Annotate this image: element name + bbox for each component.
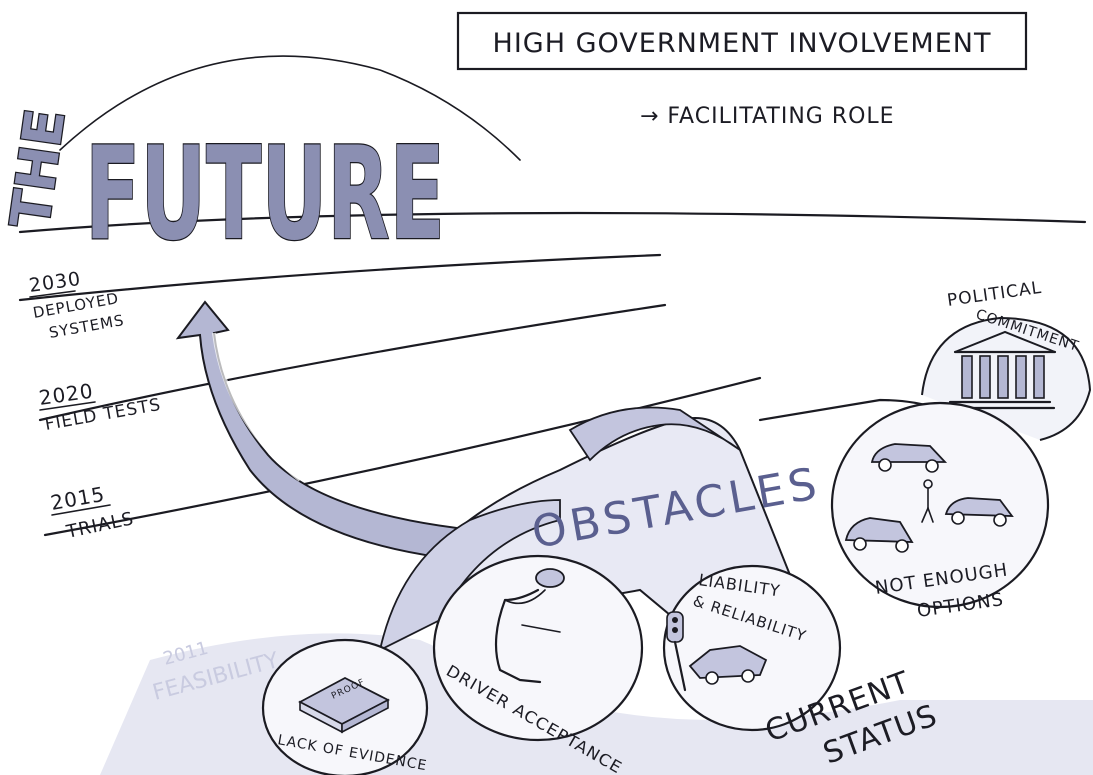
bubble-outline: [662, 564, 842, 732]
horizon-line-2020: [38, 303, 667, 422]
timeline-year: 2030: [28, 268, 83, 297]
timeline-year: 2020: [37, 379, 95, 410]
timeline-2015: 2015 TRIALS: [49, 482, 136, 543]
headline-the: THE: [0, 105, 77, 232]
year-underline: [51, 504, 111, 516]
obstacles-hill: [378, 499, 561, 652]
bubble-outline: [432, 554, 644, 742]
timeline-label-1: TRIALS: [64, 508, 136, 543]
timeline-2030: 2030 DEPLOYED SYSTEMS: [28, 268, 126, 342]
header-subtitle: → FACILITATING ROLE: [640, 104, 895, 129]
crashed-car-icon: [688, 645, 768, 685]
parliament-icon: [943, 330, 1057, 410]
horizon-line-2015: [43, 376, 762, 537]
car-icon: [870, 443, 948, 473]
pedestrian-icon: [921, 479, 934, 523]
headline-future: FUTURE: [85, 120, 445, 269]
bubble-lack-of-evidence: PROOF LACK OF EVIDENCE: [261, 638, 428, 775]
horizon-line-2030: [18, 253, 662, 302]
traffic-light-icon: [666, 611, 687, 692]
car-icon: [844, 517, 914, 553]
arrow-highlight: [212, 332, 302, 482]
year-underline: [29, 290, 76, 298]
obstacles-ribbon-fold: [568, 406, 741, 462]
car-icon: [944, 497, 1014, 527]
bubble-liability: LIABILITY & RELIABILITY: [662, 564, 842, 732]
bubble-not-enough-options: NOT ENOUGH OPTIONS: [830, 401, 1050, 622]
horizon-line-top: [18, 211, 1087, 234]
year-underline: [39, 401, 96, 411]
bubble-label-1: POLITICAL: [946, 278, 1043, 311]
header-box: [456, 11, 1028, 71]
header-title: HIGH GOVERNMENT INVOLVEMENT: [493, 28, 992, 59]
driver-icon: [494, 568, 565, 684]
timeline-2020: 2020 FIELD TESTS: [37, 379, 162, 435]
future-hill-outline: [59, 55, 521, 161]
